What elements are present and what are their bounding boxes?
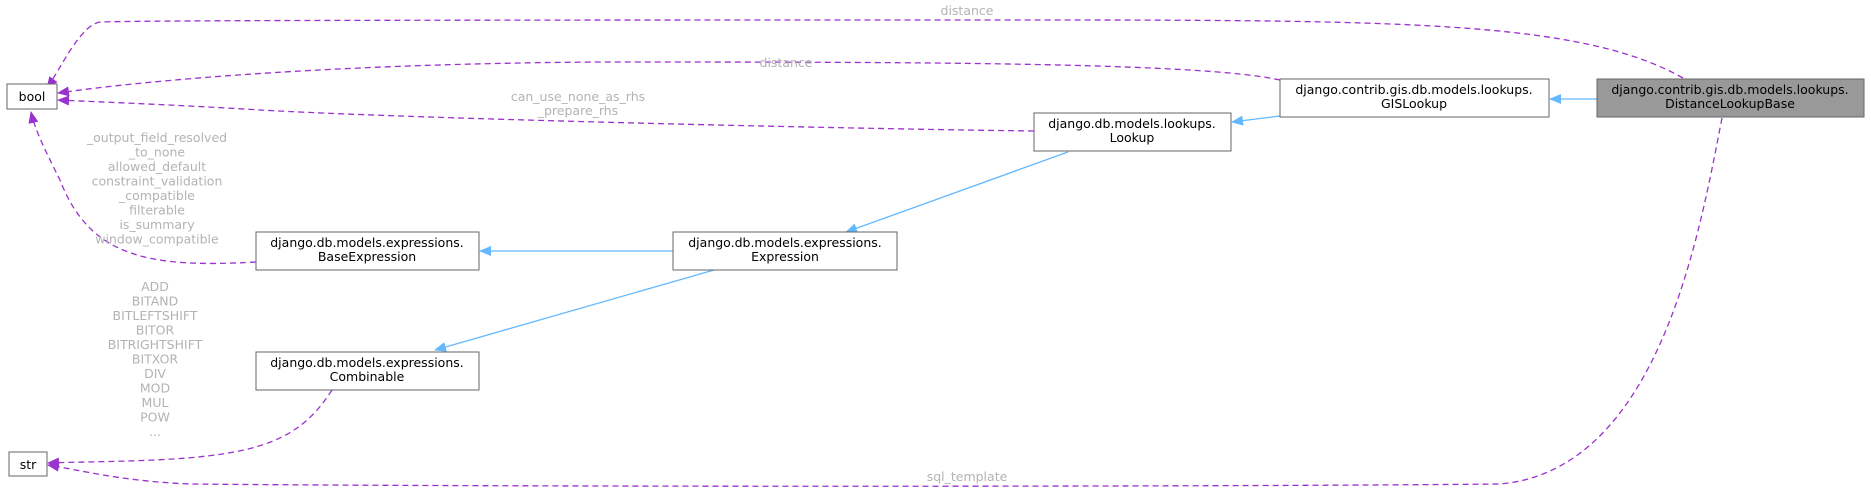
text-line: str — [20, 457, 37, 472]
text-line: ADD — [141, 279, 169, 294]
text-line: Lookup — [1110, 130, 1155, 145]
edge-usage-distance-top — [46, 19, 1684, 89]
text-line: _compatible — [118, 188, 195, 203]
node-expression[interactable]: django.db.models.expressions.Expression — [672, 231, 898, 271]
node-distance-lookup-base[interactable]: django.contrib.gis.db.models.lookups.Dis… — [1596, 78, 1865, 118]
text-line: BITOR — [136, 323, 175, 338]
node-base-expression[interactable]: django.db.models.expressions.BaseExpress… — [255, 231, 480, 271]
text-line: _output_field_resolved — [86, 130, 227, 145]
edge-inherit-gislookup-lookup — [1231, 115, 1281, 126]
edge-inherit-lookup-expression — [845, 151, 1069, 233]
text-line: is_summary — [119, 217, 195, 232]
text-line: BITXOR — [132, 352, 179, 367]
edge-usage-sql-template — [47, 117, 1723, 487]
text-line: django.db.models.expressions. — [270, 355, 464, 370]
text-line: allowed_default — [108, 159, 206, 174]
text-line: window_compatible — [95, 232, 219, 247]
text-line: django.db.models.expressions. — [270, 235, 464, 250]
text-line: MOD — [140, 381, 170, 396]
text-line: distance — [760, 55, 813, 70]
node-lookup-label: django.db.models.lookups.Lookup — [1048, 116, 1216, 145]
edge-usage-baseexpression-bool — [28, 111, 257, 265]
node-expression-label: django.db.models.expressions.Expression — [688, 235, 882, 264]
text-line: _to_none — [128, 145, 186, 160]
text-line: BITRIGHTSHIFT — [108, 337, 203, 352]
text-line: BaseExpression — [318, 249, 416, 264]
text-line: django.db.models.lookups. — [1048, 116, 1216, 131]
text-line: constraint_validation — [92, 174, 223, 189]
edge-label-lookup-bool: can_use_none_as_rhs_prepare_rhs — [511, 89, 645, 118]
text-line: Combinable — [330, 369, 405, 384]
text-line: filterable — [129, 203, 185, 218]
node-combinable[interactable]: django.db.models.expressions.Combinable — [255, 351, 480, 391]
edge-label-distance-top: distance — [941, 3, 994, 18]
text-line: Expression — [751, 249, 819, 264]
text-line: MUL — [142, 395, 169, 410]
text-line: DistanceLookupBase — [1665, 96, 1795, 111]
node-gis-lookup[interactable]: django.contrib.gis.db.models.lookups.GIS… — [1279, 78, 1550, 118]
edge-label-sql-template: sql_template — [927, 469, 1008, 484]
text-line: bool — [19, 89, 46, 104]
text-line: distance — [941, 3, 994, 18]
text-line: ... — [149, 424, 161, 439]
text-line: BITLEFTSHIFT — [113, 308, 198, 323]
node-lookup[interactable]: django.db.models.lookups.Lookup — [1033, 112, 1232, 152]
text-line: _prepare_rhs — [537, 103, 619, 118]
text-line: BITAND — [132, 294, 178, 309]
edge-usage-lookup-bool — [57, 95, 1035, 132]
node-gis-lookup-label: django.contrib.gis.db.models.lookups.GIS… — [1295, 82, 1532, 111]
edge-inherit-expression-combinable — [434, 269, 715, 352]
text-line: django.contrib.gis.db.models.lookups. — [1611, 82, 1848, 97]
node-bool[interactable]: bool — [6, 83, 58, 110]
node-distance-lookup-base-label: django.contrib.gis.db.models.lookups.Dis… — [1611, 82, 1848, 111]
edge-usage-combinable-str — [47, 389, 333, 468]
text-line: django.db.models.expressions. — [688, 235, 882, 250]
text-line: can_use_none_as_rhs — [511, 89, 645, 104]
node-combinable-label: django.db.models.expressions.Combinable — [270, 355, 464, 384]
text-line: DIV — [144, 366, 166, 381]
edge-usage-distance-mid — [57, 61, 1281, 97]
node-str[interactable]: str — [8, 451, 48, 477]
text-line: django.contrib.gis.db.models.lookups. — [1295, 82, 1532, 97]
node-base-expression-label: django.db.models.expressions.BaseExpress… — [270, 235, 464, 264]
text-line: GISLookup — [1381, 96, 1447, 111]
node-bool-label: bool — [19, 89, 46, 104]
node-str-label: str — [20, 457, 37, 472]
edge-label-distance-mid: distance — [760, 55, 813, 70]
text-line: sql_template — [927, 469, 1008, 484]
text-line: POW — [140, 410, 170, 425]
